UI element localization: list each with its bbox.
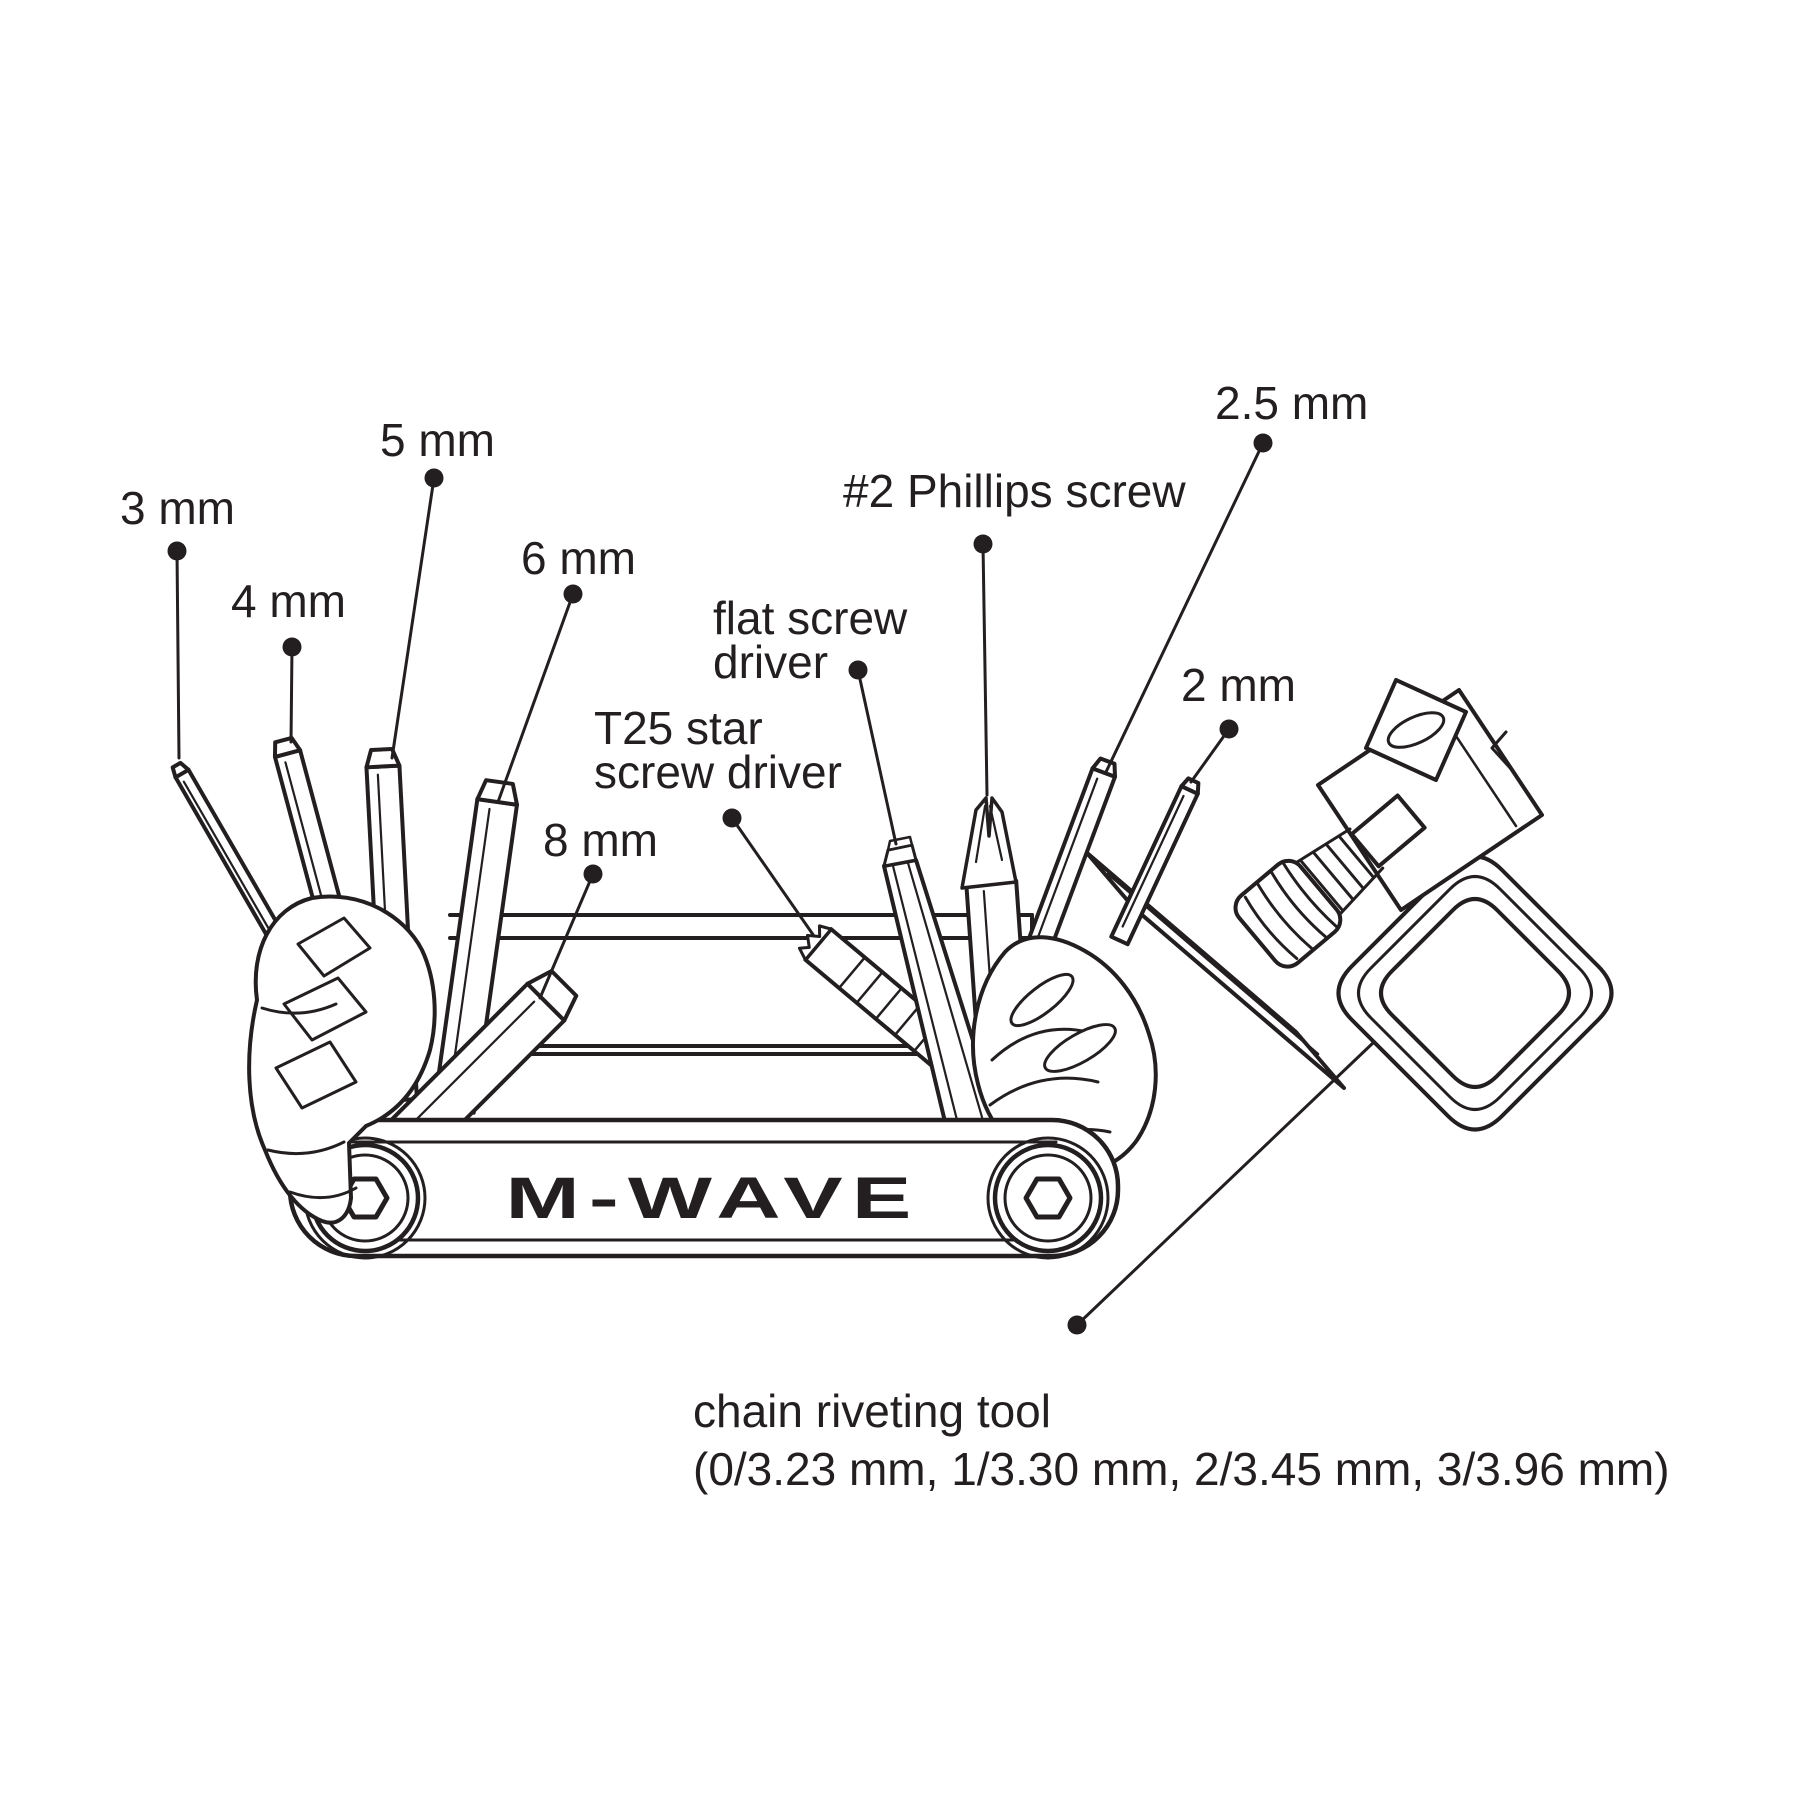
label-2mm: 2 mm	[1181, 659, 1296, 711]
label-flat-line2: driver	[713, 635, 829, 688]
label-6mm: 6 mm	[521, 532, 636, 584]
leader-4mm	[282, 637, 302, 743]
label-t25-line1: T25 star	[594, 702, 763, 754]
flat-screwdriver-icon	[884, 837, 1000, 1126]
label-chain-line1: chain riveting tool	[693, 1385, 1051, 1437]
left-pivot-cluster	[249, 897, 435, 1223]
label-phillips: #2 Phillips screw	[843, 465, 1186, 517]
leader-2-5mm	[1106, 433, 1273, 773]
leader-3mm	[167, 541, 187, 759]
leader-chain-tool	[1067, 1042, 1375, 1335]
label-8mm: 8 mm	[543, 814, 658, 866]
brand-logo: M-WAVE	[506, 1166, 921, 1231]
label-5mm: 5 mm	[380, 414, 495, 466]
label-chain-line2: (0/3.23 mm, 1/3.30 mm, 2/3.45 mm, 3/3.96…	[693, 1443, 1670, 1496]
label-4mm: 4 mm	[231, 575, 346, 627]
label-chain-tool: chain riveting tool (0/3.23 mm, 1/3.30 m…	[693, 1382, 1670, 1499]
pivot-bolt-right-icon	[995, 1145, 1101, 1251]
leader-lines	[167, 433, 1375, 1335]
leader-t25	[722, 808, 815, 937]
leader-6mm	[498, 584, 583, 803]
label-flat-line1: flat screw	[713, 592, 908, 644]
leader-phillips	[973, 534, 993, 796]
leader-flat	[848, 660, 897, 845]
hex-key-2mm-icon	[1111, 777, 1202, 944]
label-2-5mm: 2.5 mm	[1215, 377, 1369, 429]
label-t25-line2: screw driver	[594, 745, 842, 798]
leader-2mm	[1191, 719, 1239, 783]
leader-8mm	[540, 864, 603, 999]
tool-body-plate: M-WAVE	[290, 1120, 1118, 1258]
label-flat: flat screw driver	[713, 592, 908, 688]
chain-riveting-tool-icon	[1229, 680, 1612, 1130]
leader-5mm	[392, 468, 444, 759]
label-t25: T25 star screw driver	[594, 702, 842, 798]
label-3mm: 3 mm	[120, 482, 235, 534]
right-pivot-cluster	[973, 937, 1156, 1172]
